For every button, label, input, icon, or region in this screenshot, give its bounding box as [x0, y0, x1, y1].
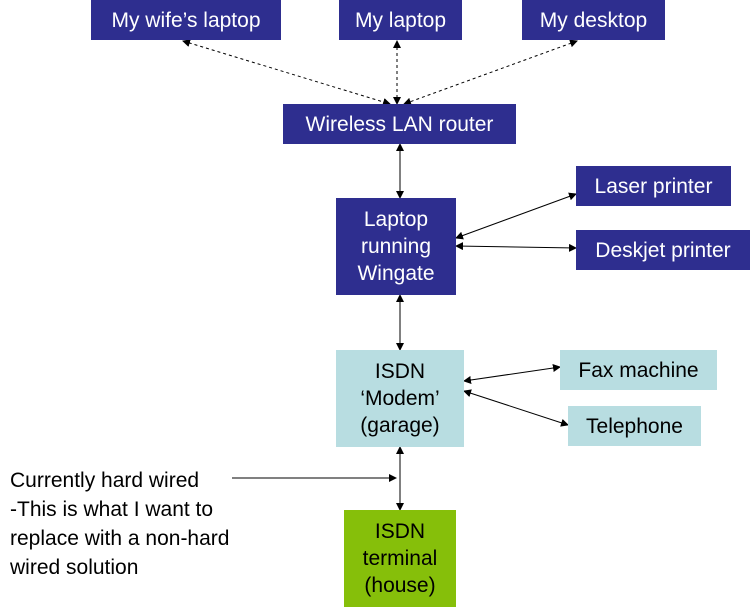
link-modem-telephone — [463, 389, 569, 427]
node-wife-laptop: My wife’s laptop — [91, 0, 281, 40]
hard-wired-annotation: Currently hard wired -This is what I wan… — [10, 466, 229, 582]
node-isdn-terminal: ISDN terminal (house) — [344, 510, 456, 607]
node-label-line: terminal — [362, 547, 438, 570]
node-my-laptop: My laptop — [339, 0, 462, 40]
node-label-line: Laptop — [363, 208, 429, 231]
node-label: Deskjet printer — [595, 238, 731, 262]
link-modem-fax — [463, 364, 561, 384]
node-telephone: Telephone — [568, 406, 701, 446]
node-label: My wife’s laptop — [111, 8, 261, 32]
node-label: Wireless LAN router — [305, 112, 494, 136]
node-label: Laser printer — [594, 174, 713, 198]
node-deskjet-printer: Deskjet printer — [576, 230, 750, 270]
link-wingate-deskjet — [455, 242, 577, 252]
node-isdn-modem: ISDN ‘Modem’ (garage) — [336, 350, 464, 447]
node-label: My desktop — [539, 8, 648, 32]
node-label: My laptop — [354, 8, 447, 32]
node-label-line: (garage) — [360, 414, 440, 437]
node-label: Fax machine — [578, 358, 699, 382]
node-fax-machine: Fax machine — [560, 350, 717, 390]
node-laser-printer: Laser printer — [576, 166, 731, 206]
annotation-line: wired solution — [10, 556, 139, 579]
node-my-desktop: My desktop — [522, 0, 665, 40]
node-label-line: ‘Modem’ — [360, 387, 440, 410]
node-label-line: ISDN — [374, 360, 426, 383]
link-wife-laptop-router — [182, 39, 391, 106]
node-label-line: (house) — [364, 574, 436, 597]
node-wireless-router: Wireless LAN router — [283, 104, 516, 144]
node-label-line: ISDN — [374, 520, 426, 543]
annotation-line: replace with a non-hard — [10, 527, 230, 550]
annotation-line: Currently hard wired — [10, 469, 200, 492]
link-desktop-router — [403, 39, 578, 106]
node-label: Telephone — [586, 414, 683, 438]
node-label-line: running — [360, 235, 432, 258]
annotation-line: -This is what I want to — [10, 498, 214, 521]
node-wingate-laptop: Laptop running Wingate — [336, 198, 456, 295]
link-wingate-laser — [455, 192, 577, 240]
node-label-line: Wingate — [357, 262, 435, 285]
